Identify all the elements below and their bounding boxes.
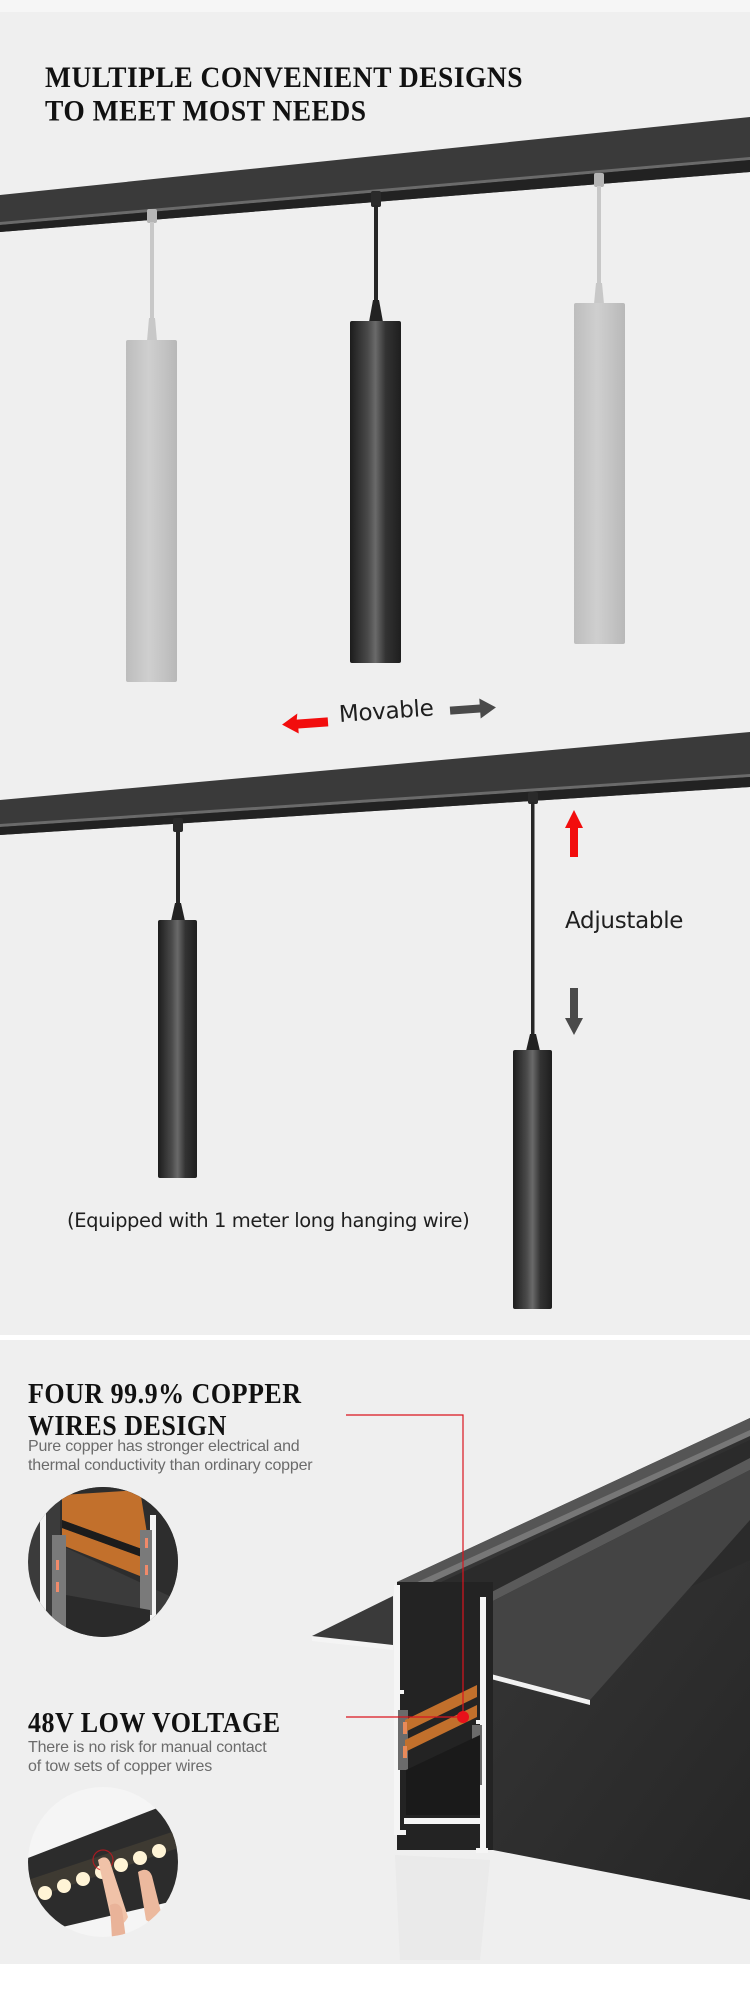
feature-title-voltage: 48V LOW VOLTAGE [28, 1707, 281, 1739]
callout-copper-line [346, 1414, 464, 1717]
feature-description-copper: Pure copper has stronger electrical and … [28, 1438, 313, 1474]
arrow-right-icon [449, 698, 496, 719]
pendant-ghost-left [126, 209, 177, 682]
callout-dot-icon [457, 1711, 469, 1723]
hanging-wire-note: (Equipped with 1 meter long hanging wire… [67, 1209, 470, 1232]
section-divider [0, 1335, 750, 1340]
bottom-margin [0, 1964, 750, 1999]
adjustable-label: Adjustable [565, 908, 684, 934]
callout-voltage-line [346, 1711, 469, 1723]
magnetic-track-profile [312, 1418, 750, 1960]
arrow-left-icon [282, 713, 329, 734]
inset-copper-wires-closeup [28, 1487, 178, 1637]
track-rail-bottom [0, 732, 750, 835]
pendant-ghost-right [574, 173, 625, 644]
page-title: MULTIPLE CONVENIENT DESIGNS TO MEET MOST… [45, 60, 524, 127]
arrow-down-icon [565, 988, 583, 1035]
pendant-black-center [350, 191, 401, 663]
pendant-short [158, 818, 197, 1178]
feature-title-copper: FOUR 99.9% COPPER WIRES DESIGN [28, 1378, 302, 1442]
inset-finger-led-strip [28, 1787, 178, 1937]
pendant-long [513, 792, 552, 1309]
feature-description-voltage: There is no risk for manual contact of t… [28, 1739, 267, 1775]
top-strip [0, 0, 750, 12]
arrow-up-icon [565, 810, 583, 857]
